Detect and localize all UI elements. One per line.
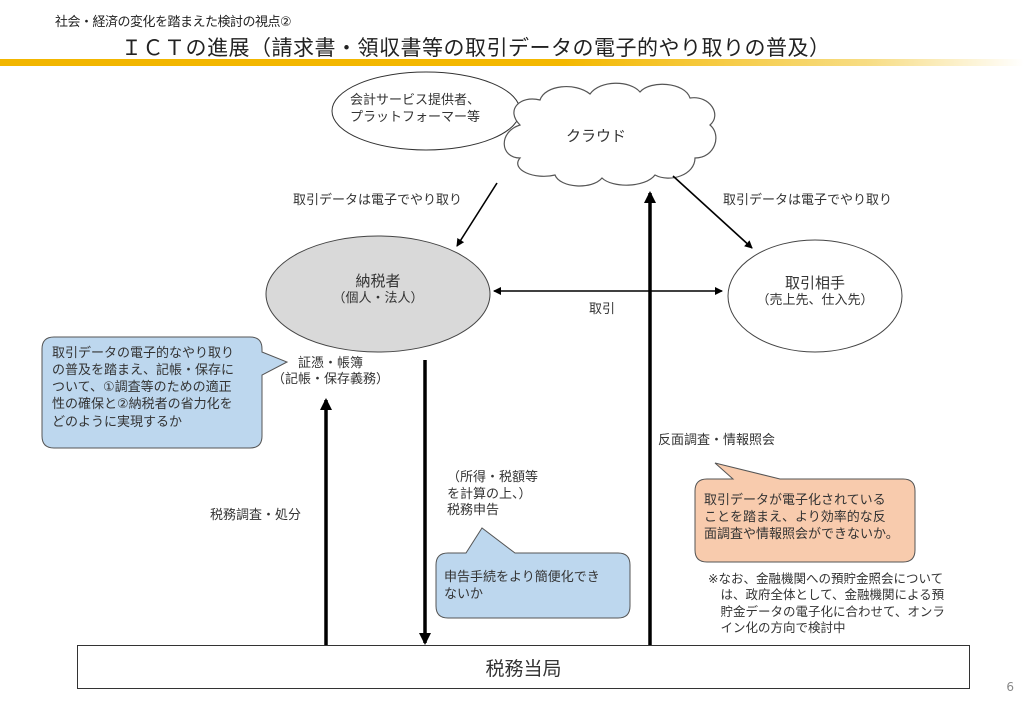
edge-label-trade: 取引 <box>589 302 616 317</box>
taxpayer-sub: （個人・法人） <box>332 290 424 306</box>
footnote-line: ※なお、金融機関への預貯金照会について <box>708 571 944 586</box>
filing-label: （所得・税額等 を計算の上、） 税務申告 <box>447 470 538 520</box>
providers-line1: 会計サービス提供者、 <box>350 93 481 108</box>
arrow-cloud-to-taxpayer <box>456 182 498 247</box>
taxpayer-node <box>265 235 491 353</box>
callout-inquiry-line: 面調査や情報照会ができないか。 <box>704 527 899 543</box>
footnote: ※なお、金融機関への預貯金照会について は、政府全体として、金融機関による預 貯… <box>708 571 945 636</box>
records-line1: 証憑・帳簿 <box>298 356 364 371</box>
cloud-node <box>503 82 717 187</box>
callout-inquiry-shape <box>694 462 916 563</box>
callout-inquiry: 取引データが電子化されている ことを踏まえ、より効率的な反 面調査や情報照会がで… <box>704 492 899 543</box>
accent-bar <box>0 59 1024 66</box>
footnote-line: 貯金データの電子化に合わせて、オンラ <box>708 603 945 619</box>
providers-line2: プラットフォーマー等 <box>350 109 481 125</box>
callout-bookkeeping: 取引データの電子的なやり取り の普及を踏まえ、記帳・保存に ついて、①調査等のた… <box>52 345 234 431</box>
callout-filing-line: 申告手続をより簡便化でき <box>444 570 600 585</box>
callout-inquiry-line: 取引データが電子化されている <box>704 493 886 508</box>
records-label: 証憑・帳簿 （記帳・保存義務） <box>272 356 389 389</box>
callout-bookkeeping-shape <box>41 336 289 449</box>
page-number: 6 <box>1006 680 1014 694</box>
audit-label: 税務調査・処分 <box>210 508 302 523</box>
filing-line3: 税務申告 <box>447 503 500 519</box>
callout-bookkeeping-line: どのように実現するか <box>52 414 183 430</box>
taxpayer-label: 納税者 <box>355 272 401 290</box>
callout-bookkeeping-line: の普及を踏まえ、記帳・保存に <box>52 363 235 379</box>
slide-subtitle: 社会・経済の変化を踏まえた検討の視点② <box>55 15 292 30</box>
callout-bookkeeping-line: 取引データの電子的なやり取り <box>52 346 235 361</box>
callout-inquiry-line: ことを踏まえ、より効率的な反 <box>704 510 886 526</box>
footnote-line: は、政府全体として、金融機関による預 <box>708 587 945 603</box>
counterparty-label-block: 取引相手 （売上先、仕入先） <box>740 274 890 309</box>
callout-filing-shape <box>435 527 631 619</box>
tax-authority-box: 税務当局 <box>77 645 970 689</box>
taxpayer-label-block: 納税者 （個人・法人） <box>308 272 448 307</box>
counterparty-node <box>727 239 903 353</box>
inquiry-label: 反面調査・情報照会 <box>658 433 776 448</box>
arrow-cloud-to-counterparty <box>672 175 753 249</box>
slide-title: ＩＣＴの進展（請求書・領収書等の取引データの電子的やり取りの普及） <box>121 36 831 60</box>
providers-label: 会計サービス提供者、 プラットフォーマー等 <box>350 93 480 127</box>
callout-filing-line: ないか <box>444 587 484 603</box>
footnote-line: イン化の方向で検討中 <box>708 619 846 635</box>
cloud-label: クラウド <box>566 127 627 145</box>
counterparty-label: 取引相手 <box>784 274 845 292</box>
filing-line1: （所得・税額等 <box>447 470 539 485</box>
edge-label-cloud-counterparty: 取引データは電子でやり取り <box>723 193 893 208</box>
callout-filing: 申告手続をより簡便化でき ないか <box>444 569 600 603</box>
counterparty-sub: （売上先、仕入先） <box>756 292 874 308</box>
filing-line2: を計算の上、） <box>447 486 532 502</box>
records-line2: （記帳・保存義務） <box>272 372 390 388</box>
tax-authority-label: 税務当局 <box>485 657 562 680</box>
callout-bookkeeping-line: 性の確保と②納税者の省力化を <box>52 397 233 413</box>
edge-label-cloud-taxpayer: 取引データは電子でやり取り <box>293 193 463 208</box>
callout-bookkeeping-line: ついて、①調査等のための適正 <box>52 380 232 396</box>
